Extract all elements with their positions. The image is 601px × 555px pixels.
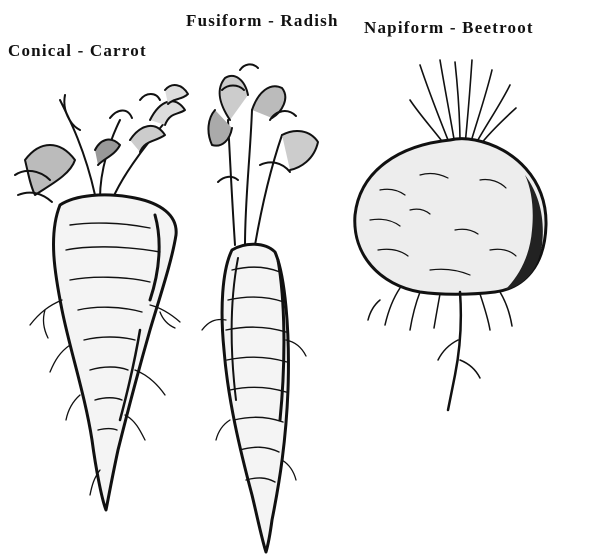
radish-root-body: [222, 244, 288, 552]
beetroot-bulb: [355, 139, 546, 295]
radish-drawing: [202, 64, 318, 552]
beetroot-stalks: [410, 60, 516, 145]
carrot-leaves: [15, 85, 188, 202]
radish-leaves: [208, 64, 318, 245]
carrot-drawing: [15, 85, 188, 510]
beetroot-drawing: [355, 60, 546, 410]
beetroot-rootlets: [368, 288, 512, 410]
